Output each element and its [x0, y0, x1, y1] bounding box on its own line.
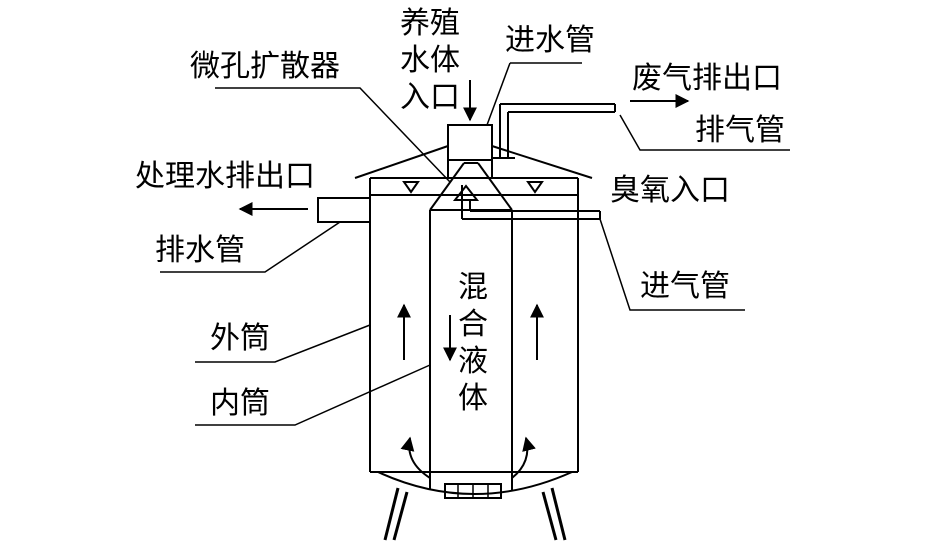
micropore-diffuser-label: 微孔扩散器: [190, 49, 340, 84]
vessel: [354, 145, 593, 541]
diffuser-cone: [429, 160, 513, 211]
lid-left: [354, 145, 449, 179]
mixed-liquid-label-2: 合: [458, 307, 488, 342]
culture-water-inlet-label-3: 入口: [400, 80, 460, 115]
air-inlet-pipe-label: 进气管: [640, 269, 730, 304]
drain-pipe-label: 排水管: [155, 233, 245, 268]
inner-cylinder-label: 内筒: [210, 386, 270, 421]
water-level-mark-right: [526, 181, 544, 194]
water-inlet-pipe-label: 进水管: [505, 23, 595, 58]
exhaust-pipe-label: 排气管: [695, 113, 785, 148]
exhaust-outlet-label: 废气排出口: [632, 61, 782, 96]
exhaust-pipe: [493, 103, 616, 159]
mixed-liquid-label-1: 混: [458, 270, 488, 305]
bottom-dome: [377, 471, 573, 495]
air-inlet-pipe: [452, 184, 601, 220]
leg-right: [541, 491, 558, 541]
inlet-box: [447, 124, 493, 161]
drain-pipe: [317, 197, 371, 223]
mixed-liquid-label-3: 液: [458, 344, 488, 379]
circulation-arrow-right: [511, 436, 536, 479]
mixed-liquid-label-4: 体: [458, 381, 488, 416]
culture-water-inlet-label-2: 水体: [400, 43, 460, 78]
leg-left: [383, 487, 400, 541]
ozone-inlet-label: 臭氧入口: [610, 173, 730, 208]
treated-water-outlet-label: 处理水排出口: [135, 159, 315, 194]
culture-water-inlet-label-1: 养殖: [400, 6, 460, 41]
flow-arrows: [238, 80, 690, 479]
circulation-arrow-left: [400, 436, 431, 479]
water-level-mark-left: [402, 181, 420, 194]
leader-lines: [160, 62, 790, 426]
outer-cylinder-label: 外筒: [210, 321, 270, 356]
